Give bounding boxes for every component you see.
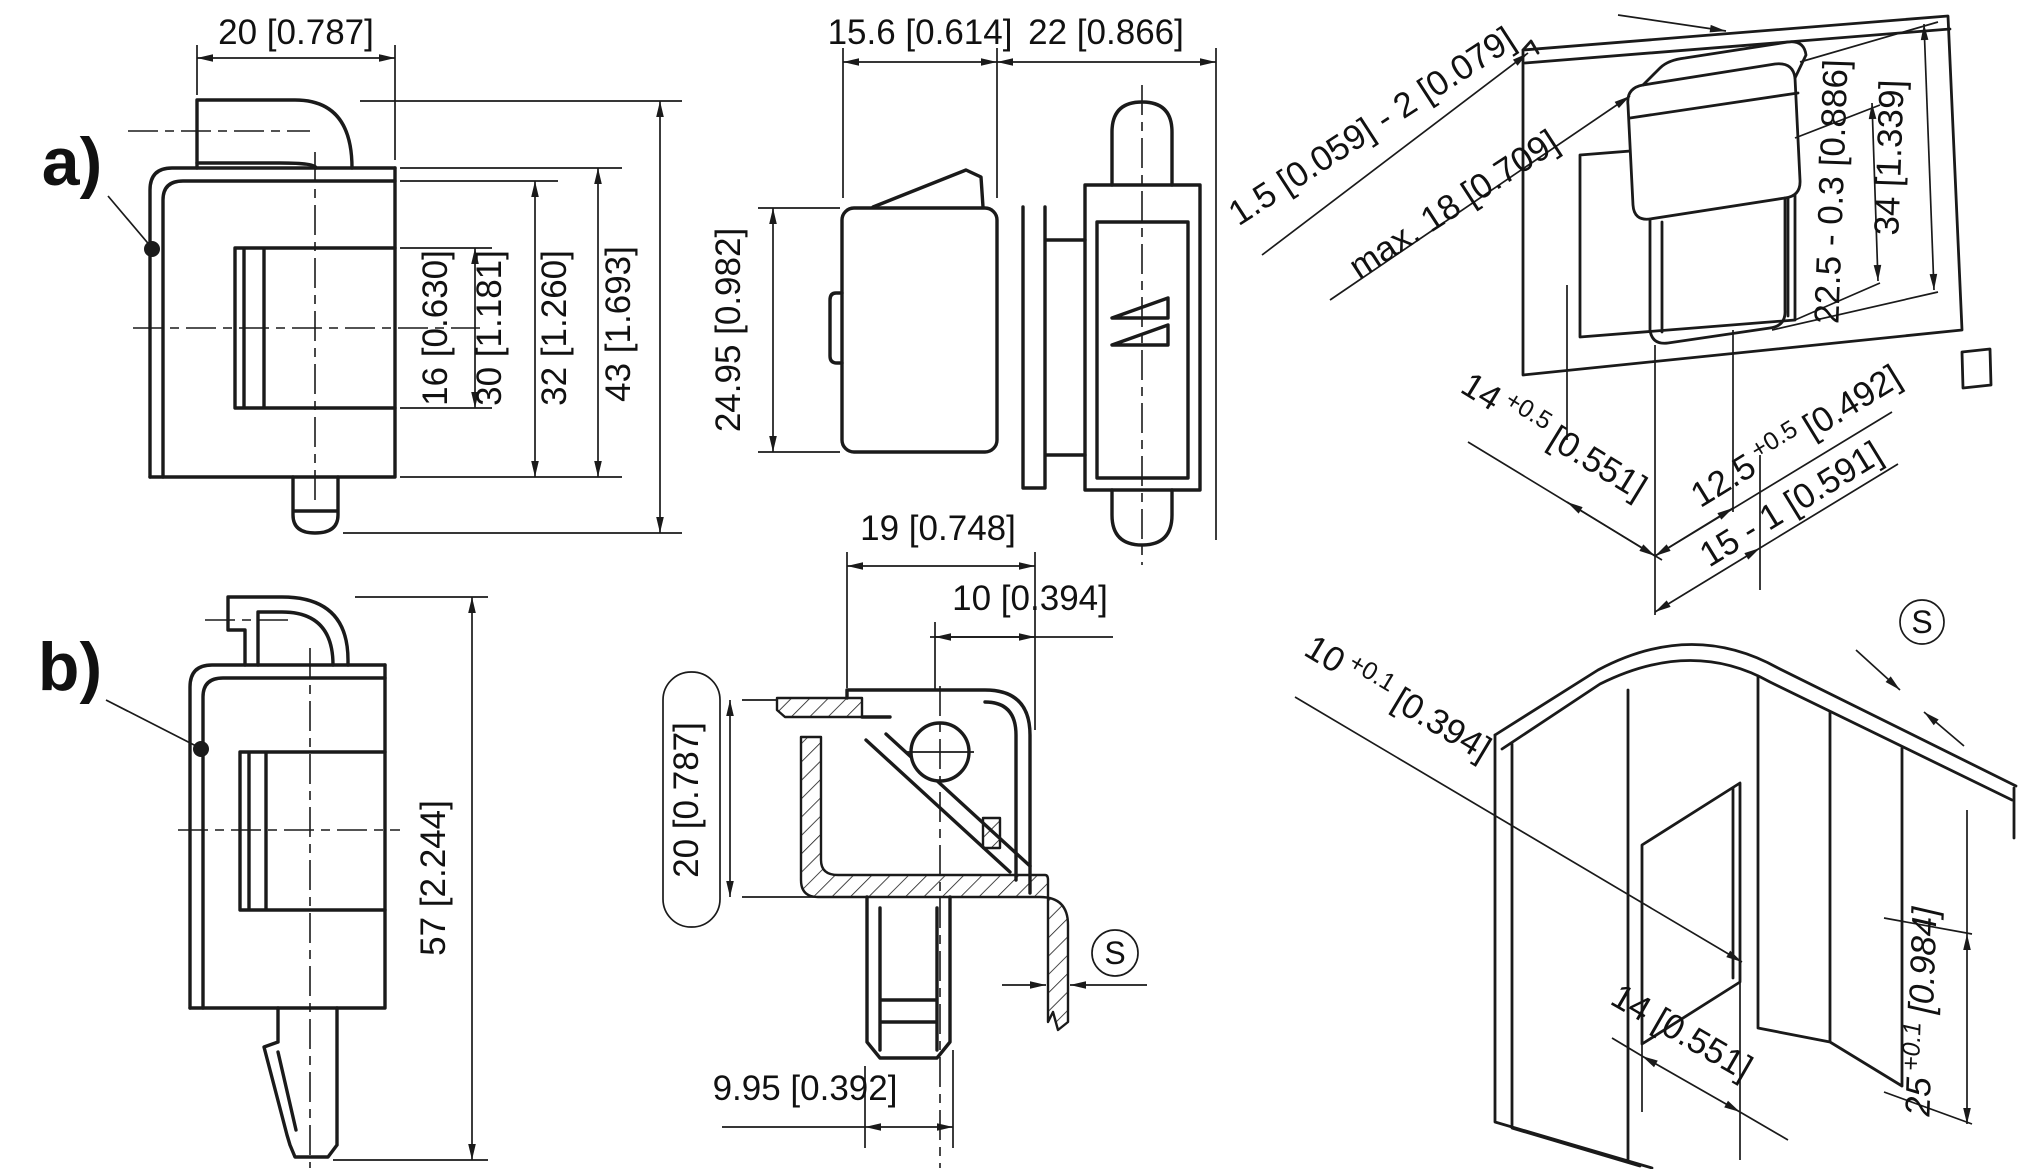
clip-a-outer-wall (148, 166, 397, 479)
view-side-b: 57 [2.244] b) (38, 595, 488, 1168)
snap-pin-bottom (1110, 488, 1174, 547)
view-iso-rail: 10+0.1[0.394] S 25+0.1[0.984] 14 [0.551] (1294, 599, 2018, 1169)
dim-text-pin-width: 9.95 [0.392] (713, 1069, 898, 1108)
dim-text-rail-cutout-width: 10+0.1[0.394] (1298, 625, 1499, 769)
dim-text-rear-depth: 22 [0.866] (1028, 13, 1184, 52)
clip-b-recess (238, 750, 387, 912)
dim-text-cutout-height: 22.5 - 0.3 [0.886] (1807, 59, 1855, 325)
dim-text-cutout-width: 14+0.5[0.551] (1455, 362, 1655, 507)
dim-text-section-width: 19 [0.748] (860, 509, 1016, 548)
thickness-symbol-section: S (1104, 935, 1125, 971)
clip-front-tab (828, 291, 844, 365)
clip-a-hook-outer (195, 98, 354, 170)
dim-tol: +0.5 (1746, 415, 1803, 465)
view-side-a: 20 [0.787] 16 [0.630] 30 [1.181] 32 [1.2… (42, 13, 682, 535)
clip-front-flap (871, 168, 985, 209)
dim-line-34 (1920, 23, 1938, 291)
section-clip-outline (845, 688, 1032, 895)
dim-line-rail-14 (1641, 1055, 1741, 1113)
rail-front-plate (1021, 205, 1087, 490)
dim-text-hole-offset: 10 [0.394] (952, 579, 1108, 618)
panel-thickness-edge (1523, 27, 1952, 65)
section-clip-latch (981, 816, 1002, 850)
dim-line-15 (1654, 547, 1761, 613)
thickness-arrow-iso-right (1923, 711, 1965, 747)
clip-a-body-edge (148, 166, 397, 479)
clip-b-hook-inner (256, 610, 335, 667)
dim-text-rail-height: 25 +0.1 [0.984] (1895, 905, 1944, 1118)
section-pin (865, 895, 952, 1060)
rail-ext-height (1883, 810, 1973, 1125)
dim-inch: [0.984] (1902, 905, 1945, 1016)
dim-line-225 (1868, 102, 1882, 282)
iso-ext-right (1771, 21, 1939, 331)
dim-text-front-height: 24.95 [0.982] (709, 228, 748, 432)
dim-val: 25 (1898, 1076, 1938, 1118)
clip-b-outer-wall (188, 663, 387, 1010)
leader-line-thickness (1261, 52, 1529, 256)
view-iso-panel: 1.5 [0.059] - 2 [0.079] max. 18 [0.709] … (1222, 14, 1993, 615)
thickness-symbol-iso: S (1911, 604, 1932, 640)
thickness-symbol-frame (1091, 929, 1139, 977)
section-panel-plate (775, 696, 864, 719)
dim-val: 14 (1455, 365, 1509, 419)
clip-b-inner-wall (201, 676, 387, 1010)
view-label-b: b) (38, 629, 102, 705)
dim-extensions-a (196, 45, 682, 534)
dim-text-overall-a: 43 [1.693] (599, 246, 638, 402)
clip-b-body-edge (188, 663, 387, 1010)
leader-b (105, 699, 201, 749)
panel-corner-break (1521, 39, 1540, 55)
dim-text-recess-a: 16 [0.630] (416, 250, 455, 406)
clip-iso-hook (1626, 62, 1802, 221)
dim-inch: [0.492] (1796, 357, 1908, 446)
leader-a (107, 195, 153, 249)
view-label-a: a) (42, 124, 102, 200)
clip-b-pin (262, 1006, 339, 1159)
leader-line-maxdepth (1329, 95, 1631, 301)
dim-tol: +0.1 (1897, 1021, 1927, 1071)
dim-text-overall-b: 57 [2.244] (414, 800, 453, 956)
clip-a-pin (291, 475, 340, 535)
clip-front-body (840, 206, 999, 454)
thickness-arrow-iso-left (1855, 649, 1901, 691)
rail-top-outer (1493, 643, 2018, 788)
dim-inch: [0.394] (1386, 680, 1498, 769)
clip-iso-tab (1960, 347, 1993, 390)
thickness-symbol-frame-iso (1899, 599, 1945, 645)
dim-text-clip-height: 34 [1.339] (1867, 79, 1911, 236)
snap-barb (1110, 296, 1170, 347)
view-front: 15.6 [0.614] 22 [0.866] 24.95 [0.982] (709, 13, 1217, 565)
rail-right-flange (1756, 674, 2016, 1088)
iso-ext-lower (1566, 285, 1761, 615)
dim-text-width-a: 20 [0.787] (218, 13, 374, 52)
dim-text-front-depth: 15.6 [0.614] (828, 13, 1013, 52)
clip-iso-body (1648, 196, 1787, 345)
rail-left-face (1493, 688, 1654, 1169)
clip-iso-hook-top (1628, 40, 1808, 120)
leader-dot-b (193, 741, 209, 757)
section-ext-bottom (722, 1050, 954, 1148)
dim-inch: [0.551] (1542, 418, 1654, 507)
view-section: 19 [0.748] 10 [0.394] 20 [0.787] 9.95 [0… (662, 509, 1147, 1168)
dim-text-section-height: 20 [0.787] (667, 722, 706, 878)
section-ext-left (742, 699, 818, 898)
dim-text-body-a: 32 [1.260] (535, 250, 574, 406)
dim-tol: +0.5 (1500, 386, 1557, 436)
dim-tol: +0.1 (1344, 648, 1401, 697)
dim-extensions-front (758, 48, 1217, 540)
leader-dot-a (144, 241, 160, 257)
rail-front-frame (1083, 183, 1202, 492)
dim-val: 10 (1298, 628, 1351, 681)
leader-line-cutout-width (1294, 696, 1743, 963)
dim-line-14 (1566, 501, 1656, 557)
dim-capsule-frame (662, 671, 721, 928)
dim-text-inner-a: 30 [1.181] (470, 250, 509, 406)
direction-arrow (1617, 14, 1727, 33)
clip-a-inner-wall (161, 179, 397, 479)
dim-extensions-b (333, 596, 488, 1161)
clip-b-hook-outer (226, 595, 350, 667)
